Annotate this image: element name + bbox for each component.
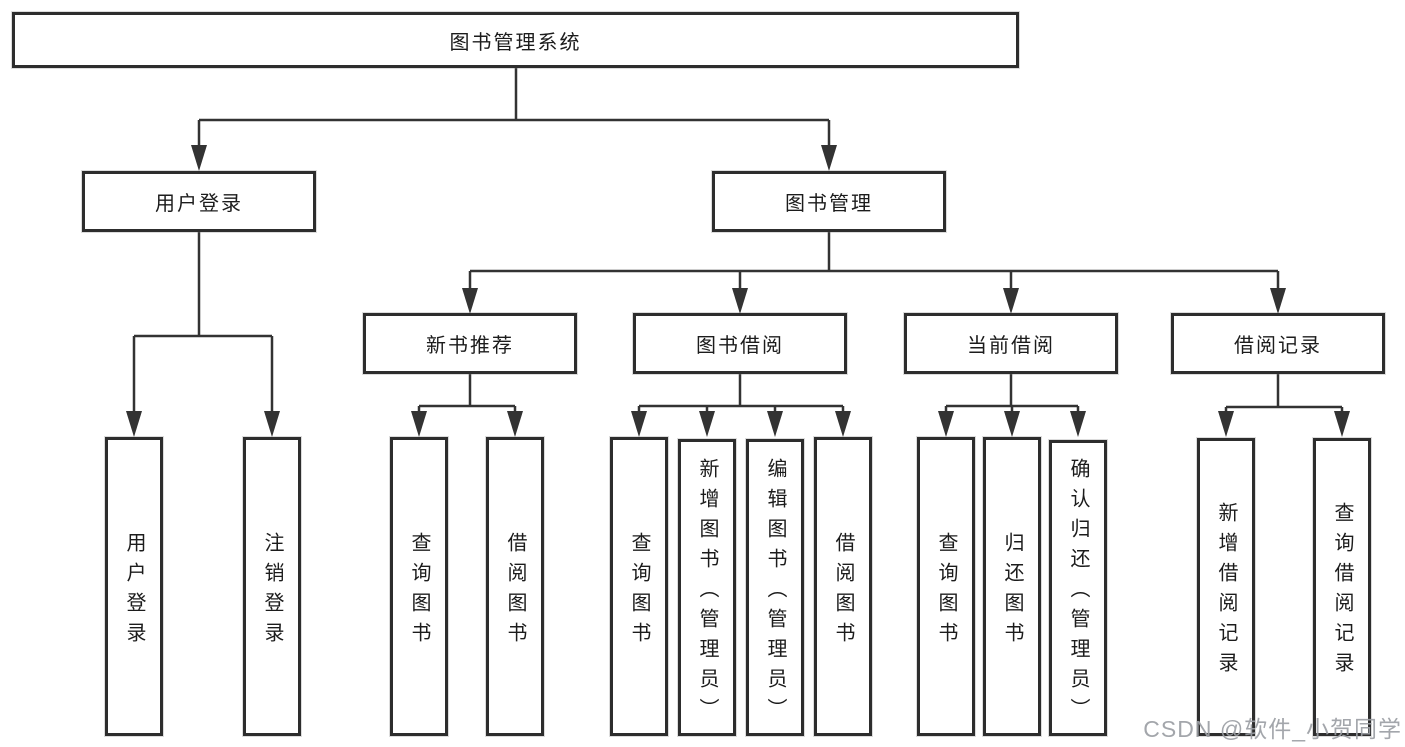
- leaf-confirm-return-admin: 确认归还（管理员）: [1049, 440, 1107, 736]
- connector-book-management-branch: [462, 232, 1286, 314]
- connector-new-book-recommend-branch: [411, 374, 523, 437]
- leaf-return-books: 归还图书: [983, 437, 1041, 736]
- node-label: 查询图书: [628, 531, 650, 652]
- node-user-login: 用户登录: [82, 171, 316, 232]
- node-label: 查询图书: [935, 531, 957, 652]
- node-label: 用户登录: [155, 193, 243, 215]
- node-borrow-record: 借阅记录: [1171, 313, 1385, 374]
- node-new-book-recommend: 新书推荐: [363, 313, 577, 374]
- node-book-management: 图书管理: [712, 171, 946, 232]
- node-label: 借阅图书: [504, 531, 526, 652]
- leaf-query-books-recommend: 查询图书: [390, 437, 448, 736]
- leaf-borrow-books-recommend: 借阅图书: [486, 437, 544, 736]
- connector-user-login-branch: [126, 232, 280, 437]
- leaf-logout: 注销登录: [243, 437, 301, 736]
- node-label: 归还图书: [1001, 531, 1023, 652]
- node-label: 确认归还（管理员）: [1067, 458, 1089, 728]
- node-label: 新增图书（管理员）: [696, 457, 718, 728]
- connector-book-borrow-branch: [631, 374, 851, 437]
- leaf-add-books-admin: 新增图书（管理员）: [678, 439, 736, 736]
- node-label: 图书管理系统: [449, 31, 582, 54]
- node-label: 新书推荐: [426, 335, 514, 357]
- node-label: 查询图书: [408, 531, 430, 652]
- node-label: 查询借阅记录: [1331, 502, 1353, 682]
- leaf-add-borrow-record: 新增借阅记录: [1197, 438, 1255, 736]
- leaf-query-books-current: 查询图书: [917, 437, 975, 736]
- leaf-borrow-books: 借阅图书: [814, 437, 872, 736]
- node-label: 编辑图书（管理员）: [764, 457, 786, 728]
- node-label: 用户登录: [123, 531, 145, 652]
- node-label: 借阅图书: [832, 531, 854, 652]
- csdn-watermark: CSDN @软件_小贺同学: [1143, 716, 1402, 742]
- connector-root-branch: [191, 68, 837, 171]
- node-label: 图书管理: [785, 193, 873, 215]
- node-label: 借阅记录: [1234, 335, 1322, 357]
- node-library-management-system: 图书管理系统: [12, 12, 1019, 68]
- node-label: 注销登录: [261, 531, 283, 652]
- node-label: 当前借阅: [967, 335, 1055, 357]
- connector-borrow-record-branch: [1218, 374, 1350, 437]
- node-current-borrow: 当前借阅: [904, 313, 1118, 374]
- node-label: 图书借阅: [696, 335, 784, 357]
- node-label: 新增借阅记录: [1215, 502, 1237, 682]
- leaf-user-login: 用户登录: [105, 437, 163, 736]
- connector-current-borrow-branch: [938, 374, 1086, 437]
- node-book-borrow: 图书借阅: [633, 313, 847, 374]
- leaf-query-books-borrow: 查询图书: [610, 437, 668, 736]
- leaf-query-borrow-record: 查询借阅记录: [1313, 438, 1371, 736]
- leaf-edit-books-admin: 编辑图书（管理员）: [746, 439, 804, 736]
